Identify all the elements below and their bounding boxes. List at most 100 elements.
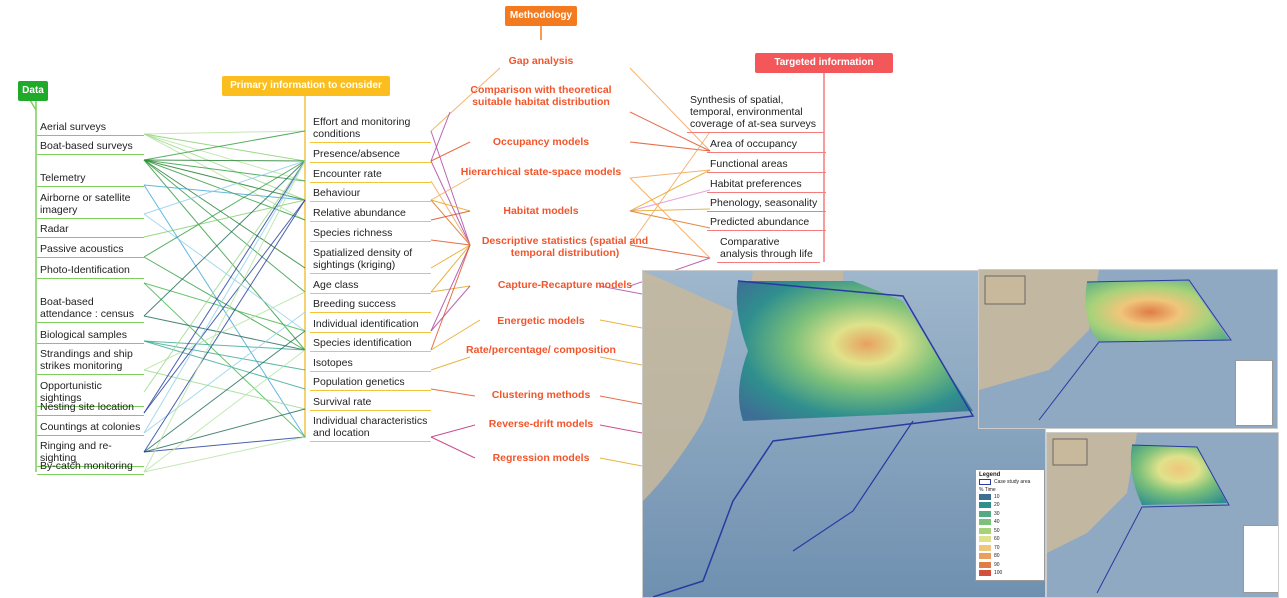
connector-line	[430, 210, 471, 221]
connector-line	[143, 436, 306, 473]
connector-line	[143, 199, 306, 453]
method-label: Descriptive statistics (spatial and temp…	[481, 235, 649, 259]
method-label: Occupancy models	[492, 136, 590, 148]
method-label: Energetic models	[497, 315, 585, 327]
legend-swatch	[979, 519, 991, 526]
connector-line	[430, 436, 476, 459]
data-item: Strandings and ship strikes monitoring	[37, 348, 144, 375]
connector-line	[143, 184, 306, 201]
primary-item: Individual identification	[310, 318, 431, 333]
connector-line	[430, 356, 471, 371]
legend-label: 80	[994, 553, 1000, 560]
method-label: Habitat models	[503, 205, 579, 217]
legend-row: 70	[979, 544, 1041, 553]
connector-line	[629, 244, 711, 259]
data-item: Photo-Identification	[37, 264, 144, 279]
primary-item: Age class	[310, 279, 431, 294]
connector-line	[143, 159, 306, 162]
methodology-header: Methodology	[505, 6, 577, 26]
legend-swatch	[979, 570, 991, 577]
boundary-swatch	[979, 479, 991, 486]
connector-line	[143, 282, 306, 438]
connector-line	[143, 315, 306, 351]
data-item: By-catch monitoring	[37, 460, 144, 475]
legend-label: 70	[994, 544, 1000, 551]
data-item: Boat-based surveys	[37, 140, 144, 155]
legend-scale-title: % Time	[979, 486, 996, 493]
connector-line	[143, 340, 306, 351]
method-label: Rate/percentage/ composition	[466, 344, 616, 356]
connector-line	[430, 177, 471, 201]
primary-item: Behaviour	[310, 187, 431, 202]
connector-line	[143, 349, 306, 473]
connector-line	[143, 213, 306, 332]
connector-line	[143, 130, 306, 135]
legend-swatch	[979, 502, 991, 509]
connector-line	[143, 133, 306, 182]
connector-line	[430, 199, 471, 246]
legend-swatch	[979, 493, 991, 500]
primary-item: Presence/absence	[310, 148, 431, 163]
legend-row: 50	[979, 527, 1041, 536]
connector-line	[143, 159, 306, 201]
connector-line	[143, 369, 306, 410]
primary-item: Individual characteristics and location	[310, 415, 431, 442]
method-label: Clustering methods	[491, 389, 591, 401]
data-item: Passive acoustics	[37, 243, 144, 258]
connector-line	[599, 319, 643, 329]
primary-item: Encounter rate	[310, 168, 431, 183]
connector-line	[143, 133, 306, 201]
legend-swatch	[979, 536, 991, 543]
inset-legend-top	[1235, 360, 1273, 426]
connector-line	[143, 159, 306, 221]
connector-line	[143, 184, 306, 438]
connector-line	[430, 424, 476, 438]
legend-swatch	[979, 527, 991, 534]
data-item: Aerial surveys	[37, 121, 144, 136]
connector-line	[430, 111, 451, 162]
connector-line	[430, 319, 481, 351]
connector-line	[430, 244, 471, 269]
legend-label: 50	[994, 527, 1000, 534]
connector-line	[430, 199, 471, 212]
connector-line	[143, 291, 306, 371]
data-item: Telemetry	[37, 172, 144, 187]
connector-line	[599, 424, 643, 434]
connector-line	[629, 131, 711, 246]
connector-line	[143, 133, 306, 162]
legend-boundary: Case study area	[994, 479, 1031, 486]
legend-row: 80	[979, 552, 1041, 561]
connector-line	[430, 244, 471, 293]
connector-line	[143, 159, 306, 182]
connector-line	[430, 67, 501, 132]
connector-line	[143, 436, 306, 453]
connector-line	[430, 160, 471, 246]
primary-item: Relative abundance	[310, 207, 431, 222]
connector-line	[143, 311, 306, 434]
connector-line	[143, 159, 306, 269]
primary-item: Spatialized density of sightings (krigin…	[310, 247, 431, 274]
legend-label: 40	[994, 519, 1000, 526]
connector-line	[599, 457, 643, 467]
connector-line	[143, 159, 306, 293]
legend-swatch	[979, 544, 991, 551]
inset-map-bottom	[1046, 432, 1279, 598]
primary-item: Isotopes	[310, 357, 431, 372]
connector-line	[29, 99, 37, 111]
targeted-item: Phenology, seasonality	[707, 197, 826, 212]
connector-line	[629, 189, 711, 212]
connector-line	[430, 180, 471, 246]
primary-item: Population genetics	[310, 376, 431, 391]
legend-row: 40	[979, 518, 1041, 527]
primary-item: Species identification	[310, 337, 431, 352]
connector-line	[143, 330, 306, 453]
data-item: Boat-based attendance : census	[37, 296, 144, 323]
connector-line	[430, 141, 471, 162]
data-item: Radar	[37, 223, 144, 238]
targeted-item: Predicted abundance	[707, 216, 826, 231]
legend-label: 30	[994, 510, 1000, 517]
targeted-item: Functional areas	[707, 158, 826, 173]
